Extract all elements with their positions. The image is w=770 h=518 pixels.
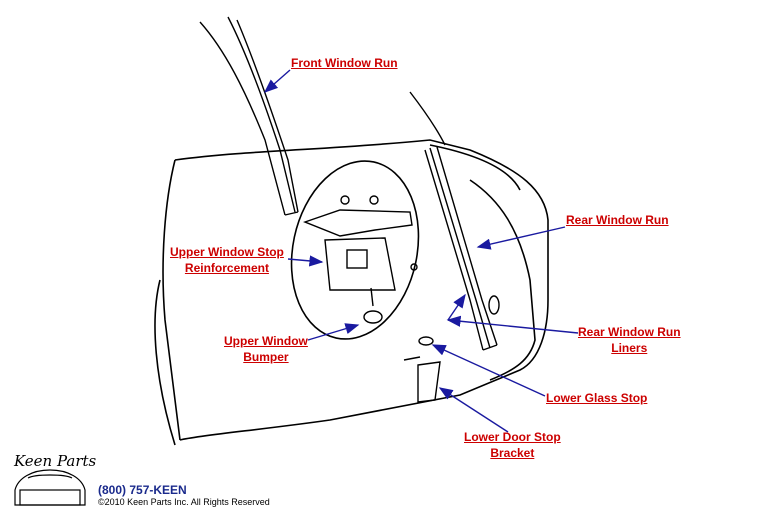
label-lower-door-stop-line1: Lower Door Stop: [464, 430, 561, 444]
label-upper-window-bumper-line2: Bumper: [243, 350, 289, 364]
footer-copyright: ©2010 Keen Parts Inc. All Rights Reserve…: [98, 497, 270, 507]
label-lower-door-stop-line2: Bracket: [490, 446, 535, 460]
rear-window-run-part: [409, 91, 500, 351]
lower-glass-stop-part: [418, 336, 434, 346]
footer-phone[interactable]: (800) 757-KEEN: [98, 483, 187, 497]
label-lower-glass-stop[interactable]: Lower Glass Stop: [546, 391, 648, 405]
label-front-window-run[interactable]: Front Window Run: [291, 56, 398, 70]
label-rear-window-run-liners[interactable]: Rear Window Run Liners: [578, 324, 681, 356]
callout-arrows: [263, 69, 579, 433]
upper-window-stop-reinforcement-part: [302, 195, 418, 291]
lower-door-stop-bracket-part: [403, 356, 441, 403]
label-upper-window-stop-line2: Reinforcement: [184, 261, 269, 275]
logo-car-icon: [14, 469, 86, 506]
front-window-run-part: [199, 16, 299, 216]
upper-window-bumper-part: [363, 287, 383, 324]
keen-parts-logo-text: Keen Parts: [14, 452, 97, 470]
door-outline: [154, 139, 549, 446]
label-rear-window-run[interactable]: Rear Window Run: [566, 213, 669, 227]
label-upper-window-bumper[interactable]: Upper Window Bumper: [224, 333, 308, 365]
label-rear-window-run-liners-line1: Rear Window Run: [578, 325, 681, 339]
label-rear-window-run-liners-line2: Liners: [611, 341, 648, 355]
label-upper-window-stop-line1: Upper Window Stop: [170, 245, 284, 259]
label-lower-door-stop-bracket[interactable]: Lower Door Stop Bracket: [464, 429, 561, 461]
door-access-hole: [290, 160, 420, 340]
label-upper-window-bumper-line1: Upper Window: [224, 334, 308, 348]
label-upper-window-stop[interactable]: Upper Window Stop Reinforcement: [170, 244, 284, 276]
